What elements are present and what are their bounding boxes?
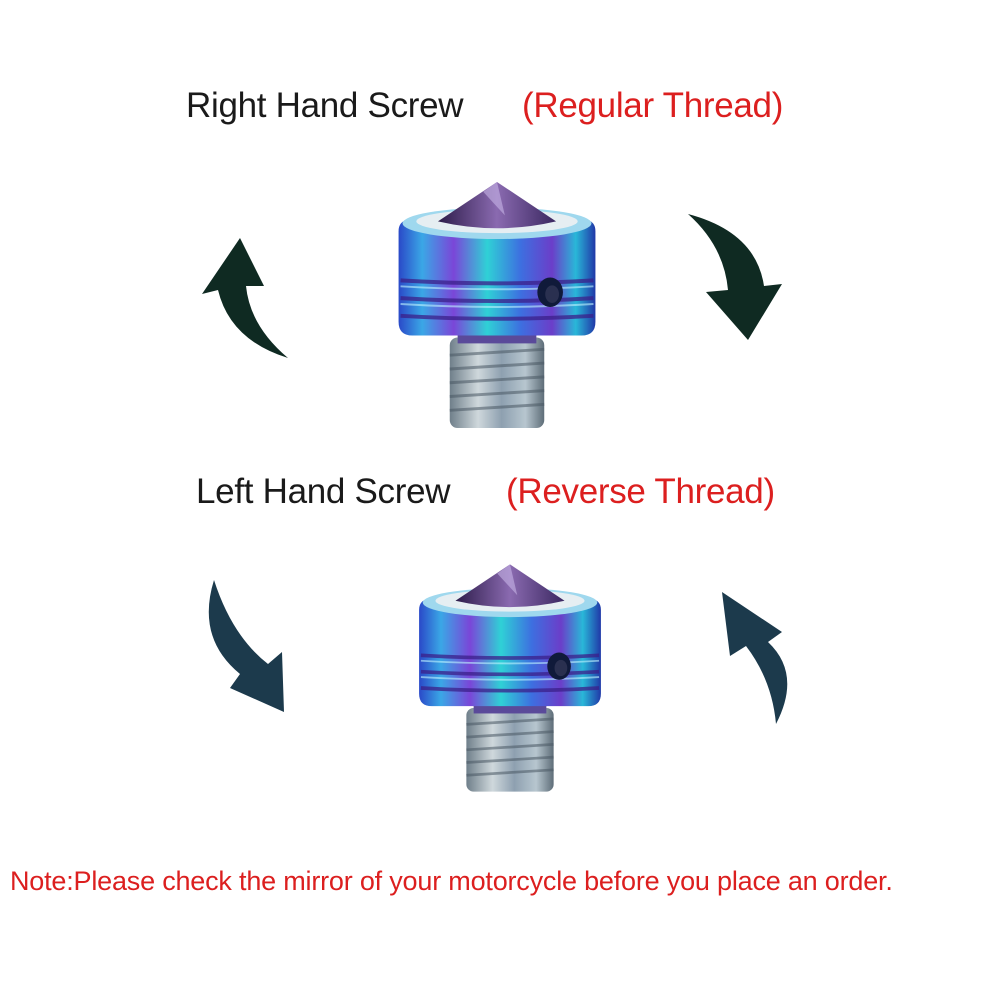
clockwise-arrow-icon <box>208 580 284 712</box>
regular-thread-label: (Regular Thread) <box>522 86 784 125</box>
counterclockwise-arrow-icon <box>722 592 788 724</box>
clockwise-arrow-icon <box>688 214 782 340</box>
counterclockwise-arrow-icon <box>202 238 288 358</box>
right-hand-screw-label: Right Hand Screw <box>186 86 464 125</box>
left-hand-screw-label: Left Hand Screw <box>196 472 451 511</box>
reverse-thread-label: (Reverse Thread) <box>506 472 775 511</box>
mirror-hole-plug-bolt-icon <box>417 562 603 794</box>
mirror-hole-plug-bolt-icon <box>396 180 598 430</box>
order-note: Note:Please check the mirror of your mot… <box>10 866 893 896</box>
